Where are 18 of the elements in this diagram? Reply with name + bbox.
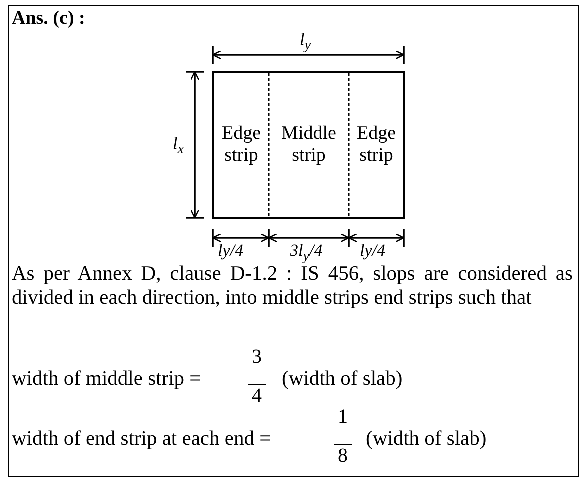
strip-region: Edge strip [349, 72, 404, 218]
formula-text: width of end strip at each end = [12, 428, 272, 451]
formula-text: (width of slab) [282, 368, 403, 391]
dimension-label: l$_{y}$ [300, 30, 312, 54]
answer-heading: Ans. (c) : [12, 8, 86, 30]
formula-text: width of middle strip = [12, 368, 202, 391]
fraction-numerator: 3 [251, 346, 263, 369]
fraction-denominator: 4 [251, 385, 263, 408]
formula-text: (width of slab) [366, 428, 487, 451]
fraction-numerator: 1 [337, 406, 349, 429]
dimension-label: ly/4 [360, 241, 386, 261]
dimension-label: ly/4 [218, 241, 244, 261]
strip-region: Edge strip [214, 72, 269, 218]
explanation-paragraph: As per Annex D, clause D-1.2 : IS 456, slops are considered as divided in each direction, into middle strips end strips such that [12, 263, 573, 310]
dimension-label: 3l$_{y}$/4 [290, 241, 323, 266]
fraction-denominator: 8 [337, 445, 349, 468]
dimension-label: l$_{x}$ [173, 134, 184, 158]
strip-region: Middle strip [269, 72, 349, 218]
